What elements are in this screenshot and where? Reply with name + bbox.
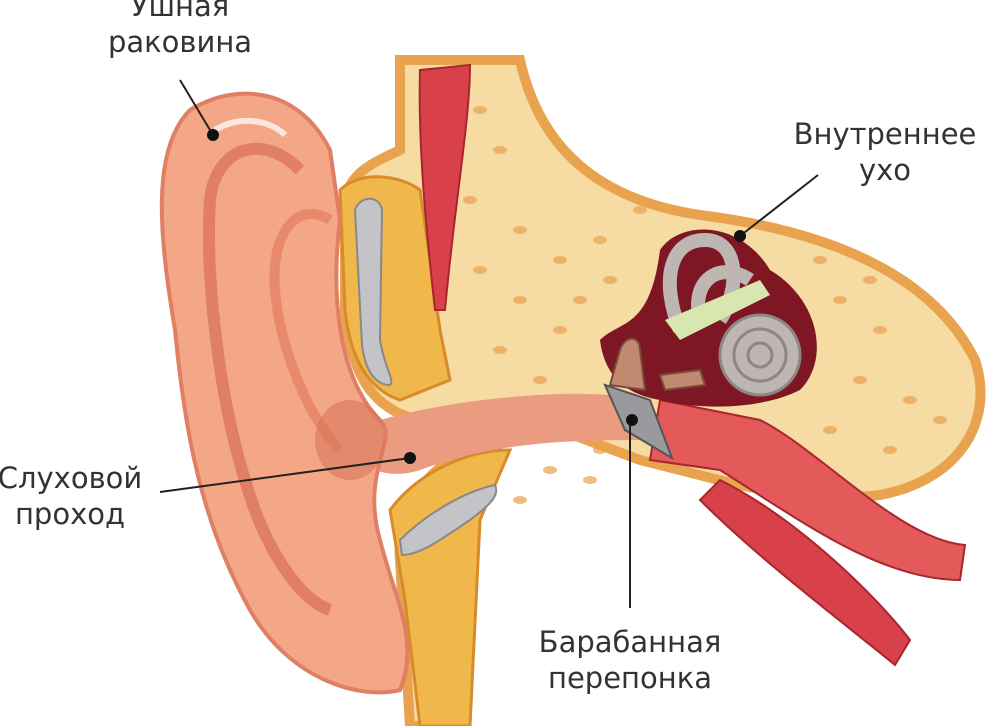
cartilage-upper xyxy=(353,197,393,387)
vestibular-nerve xyxy=(665,280,770,340)
bone-pore xyxy=(853,376,867,384)
bone-pore xyxy=(473,106,487,114)
bone-pore xyxy=(553,326,567,334)
helix-fold xyxy=(203,142,333,616)
muscle-upper xyxy=(418,63,472,311)
bone-pore xyxy=(593,236,607,244)
bone-pore xyxy=(833,296,847,304)
bone-pore xyxy=(493,346,507,354)
bone-pore xyxy=(533,376,547,384)
cochlea xyxy=(718,313,802,397)
ear-canal xyxy=(360,393,650,474)
bone-pore xyxy=(903,396,917,404)
bone-pore xyxy=(513,496,527,504)
bone-pore xyxy=(863,276,877,284)
bone-pore xyxy=(883,446,897,454)
label-eardrum: Барабанная перепонка xyxy=(538,625,722,695)
antihelix-fold xyxy=(269,209,344,454)
pinna xyxy=(159,91,410,695)
label-inner-ear: Внутреннее ухо xyxy=(793,117,977,187)
bone-pore xyxy=(513,226,527,234)
bone-pore xyxy=(473,266,487,274)
bone-pore xyxy=(823,426,837,434)
pinna-highlight xyxy=(213,117,288,138)
bone-pore xyxy=(593,446,607,454)
label-dots xyxy=(207,129,746,464)
eardrum xyxy=(603,383,674,461)
bone-pore xyxy=(603,276,617,284)
bone-pore xyxy=(493,146,507,154)
bone-pore xyxy=(513,296,527,304)
bone-pore xyxy=(583,476,597,484)
bone-pore xyxy=(933,416,947,424)
fat-tissue-lower xyxy=(388,448,513,726)
ossicles xyxy=(608,337,707,392)
bone-pore xyxy=(873,326,887,334)
label-pinna: Ушная раковина xyxy=(107,0,253,59)
bone-pore xyxy=(543,466,557,474)
concha xyxy=(315,400,385,480)
label-ear-canal: Слуховой проход xyxy=(0,461,143,531)
bone-pore xyxy=(813,256,827,264)
eustachian-tube xyxy=(648,398,967,582)
bone-pore xyxy=(633,206,647,214)
cartilage-lower xyxy=(398,483,498,557)
bone-pore xyxy=(573,296,587,304)
bone-pore xyxy=(463,196,477,204)
bone-pore xyxy=(553,256,567,264)
muscle-lower xyxy=(698,478,912,667)
leader-lines xyxy=(159,79,819,608)
